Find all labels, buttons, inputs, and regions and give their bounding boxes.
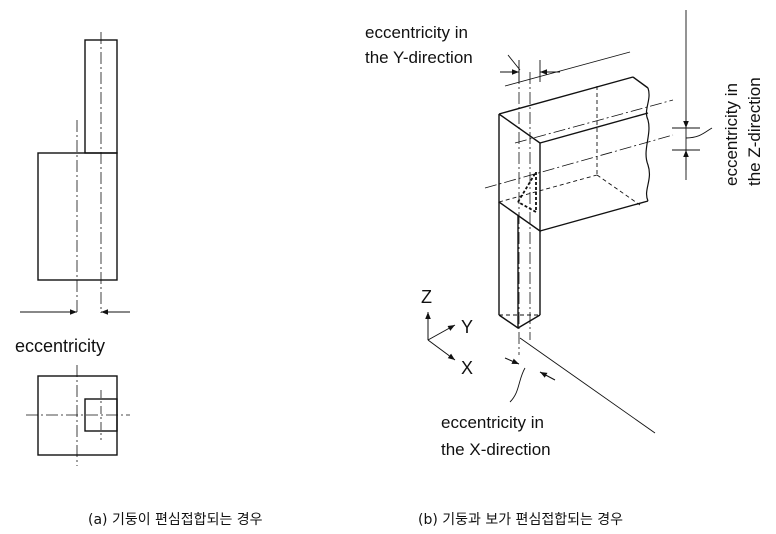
z-leader (685, 127, 713, 139)
beam-front-face (498, 113, 541, 233)
lower-column (37, 152, 118, 281)
beam-hidden-3 (596, 174, 641, 206)
beam-bottom-edge (539, 200, 649, 232)
y-leader (507, 54, 521, 71)
plan-outer-square (37, 375, 118, 456)
axis-x-label: X (461, 358, 473, 378)
axis-y-arrow (427, 324, 456, 341)
y-eccentricity-label-line1: eccentricity in (365, 23, 468, 42)
beam-hidden-1 (498, 174, 598, 203)
x-leader (509, 367, 526, 403)
x-eccentricity-label-line1: eccentricity in (441, 413, 544, 432)
x-arrow-left (504, 357, 520, 365)
z-eccentricity-label-line1: eccentricity in (722, 83, 741, 186)
axis-x-arrow (427, 339, 456, 361)
y-dim-line (504, 51, 631, 87)
x-eccentricity-label-line2: the X-direction (441, 440, 551, 459)
beam-top-back (632, 76, 649, 89)
figure-a (20, 32, 130, 315)
column-section-hidden (517, 168, 537, 214)
x-dim-line (519, 337, 656, 434)
x-arrow-right (539, 371, 556, 381)
figure-b (425, 10, 713, 434)
y-eccentricity-label-line2: the Y-direction (365, 48, 473, 67)
eccentricity-label: eccentricity (15, 336, 105, 356)
beam-break-line (645, 87, 651, 202)
beam-top-edge-front (539, 112, 649, 144)
axis-y-label: Y (461, 317, 473, 337)
column-bottom (498, 314, 541, 329)
beam-centerline (484, 134, 674, 189)
beam-centerline-2 (514, 99, 674, 144)
caption-a: (a) 기둥이 편심접합되는 경우 (88, 512, 263, 528)
z-eccentricity-label-line2: the Z-direction (745, 77, 764, 186)
beam-top-edge-left (498, 76, 634, 115)
figure-a-plan (26, 365, 130, 466)
caption-b: (b) 기둥과 보가 편심접합되는 경우 (418, 512, 623, 528)
axis-z-label: Z (421, 287, 432, 307)
